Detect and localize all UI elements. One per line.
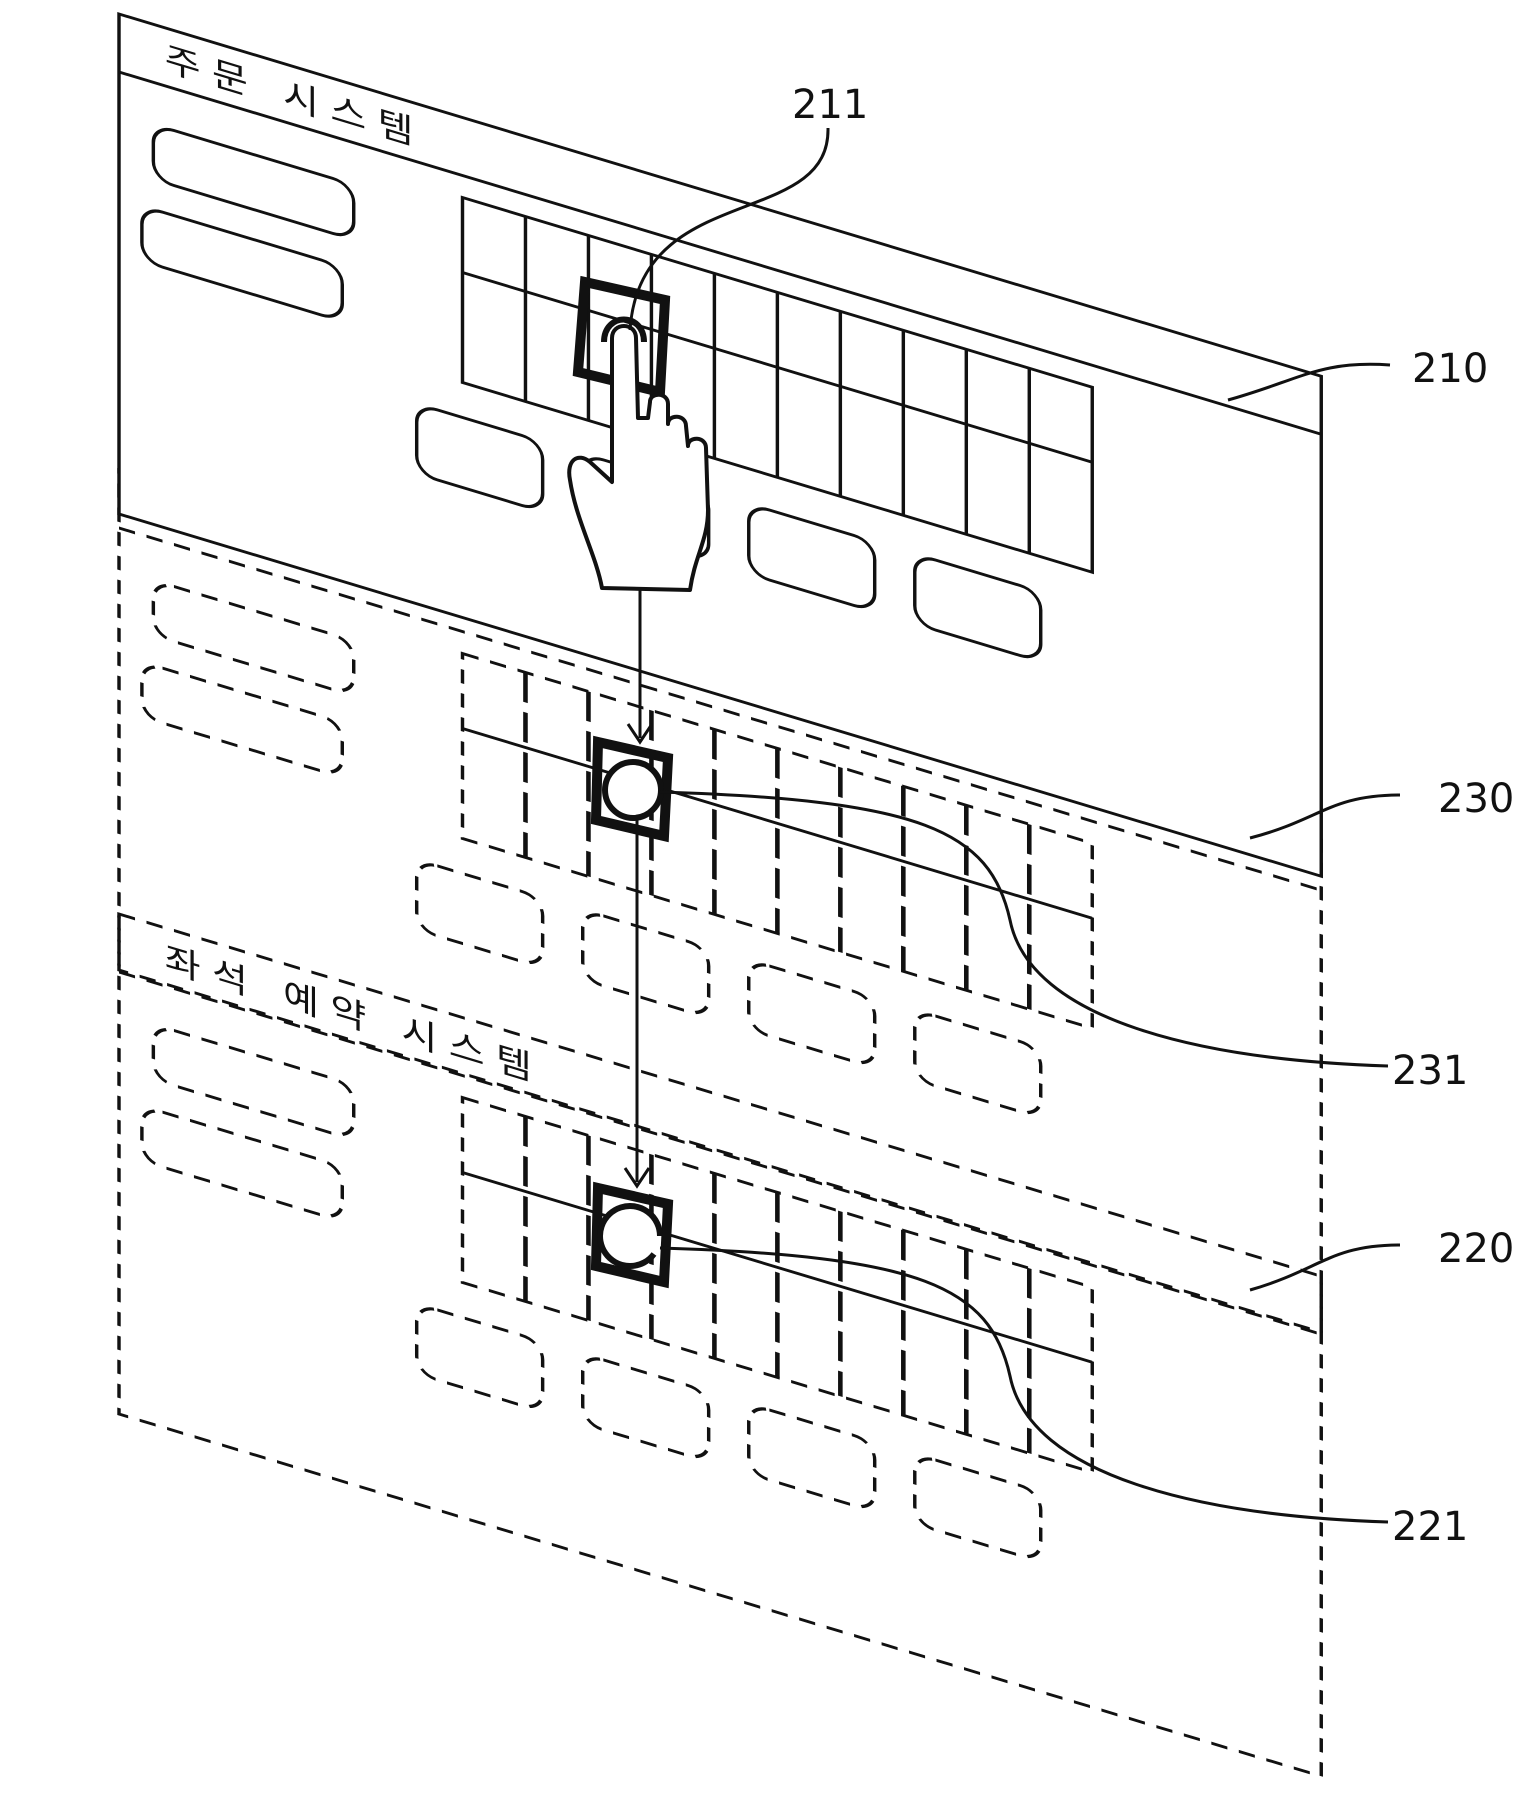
- seat-frame: [590, 1181, 674, 1289]
- pointing-hand-icon: [567, 316, 710, 592]
- ref-label-210: 210: [1412, 346, 1488, 392]
- side-button[interactable]: [151, 580, 356, 695]
- panel-title-bar: [119, 526, 1322, 892]
- ref-label-221: 221: [1392, 1504, 1468, 1550]
- leader-220: [1249, 1243, 1401, 1292]
- bottom-button[interactable]: [414, 404, 545, 512]
- panel-order-system: 주문 시스템: [117, 11, 1323, 879]
- bottom-button[interactable]: [414, 1304, 545, 1412]
- bottom-button[interactable]: [747, 960, 877, 1068]
- leader-231: [659, 790, 1389, 1068]
- arrowhead: [626, 723, 654, 745]
- seat-icon: [597, 1203, 663, 1269]
- seat-grid-columns: [523, 215, 1031, 554]
- panel-title: 좌석 예약 시스템: [165, 938, 543, 1092]
- bottom-button[interactable]: [913, 1010, 1043, 1118]
- seat-grid: [460, 195, 1094, 575]
- leader-lines: [628, 127, 1401, 1524]
- leader-221: [659, 1246, 1389, 1524]
- bottom-button[interactable]: [581, 1354, 711, 1462]
- panel-title-bar: [119, 70, 1322, 436]
- leader-211: [628, 127, 830, 331]
- side-button[interactable]: [151, 1024, 356, 1139]
- panel-title-bar: [119, 970, 1322, 1336]
- leader-230: [1249, 793, 1401, 840]
- seat-frame: [590, 735, 674, 843]
- seat-grid-row-divider: [462, 1170, 1093, 1364]
- seat-grid-row-divider: [462, 726, 1093, 920]
- panel-frame: [117, 911, 1323, 1779]
- bottom-button[interactable]: [747, 504, 877, 612]
- arrowhead: [623, 1167, 651, 1189]
- seat-icon: [602, 759, 664, 821]
- bottom-button[interactable]: [913, 554, 1043, 662]
- bottom-button[interactable]: [913, 1454, 1043, 1562]
- ref-label-220: 220: [1438, 1226, 1514, 1272]
- seat-reservation[interactable]: [590, 1181, 674, 1289]
- seat-grid: [460, 1095, 1094, 1475]
- side-button[interactable]: [140, 662, 344, 777]
- panel-seat-reservation: 좌석 예약 시스템: [117, 911, 1323, 1779]
- leader-210: [1227, 362, 1391, 402]
- seat-grid-row-divider: [462, 270, 1093, 464]
- ref-label-230: 230: [1438, 776, 1514, 822]
- bottom-button[interactable]: [414, 860, 545, 968]
- bottom-button[interactable]: [747, 1404, 877, 1512]
- panel-frame: [117, 467, 1323, 1335]
- flow-arrows: [623, 588, 654, 1189]
- ref-label-231: 231: [1392, 1048, 1468, 1094]
- side-button[interactable]: [140, 1106, 344, 1221]
- seat-sales-calc[interactable]: [590, 735, 674, 843]
- side-button[interactable]: [140, 206, 344, 321]
- ref-label-211: 211: [792, 82, 868, 128]
- side-button[interactable]: [151, 124, 356, 239]
- bottom-button[interactable]: [581, 910, 711, 1018]
- panel-frame: [117, 11, 1323, 879]
